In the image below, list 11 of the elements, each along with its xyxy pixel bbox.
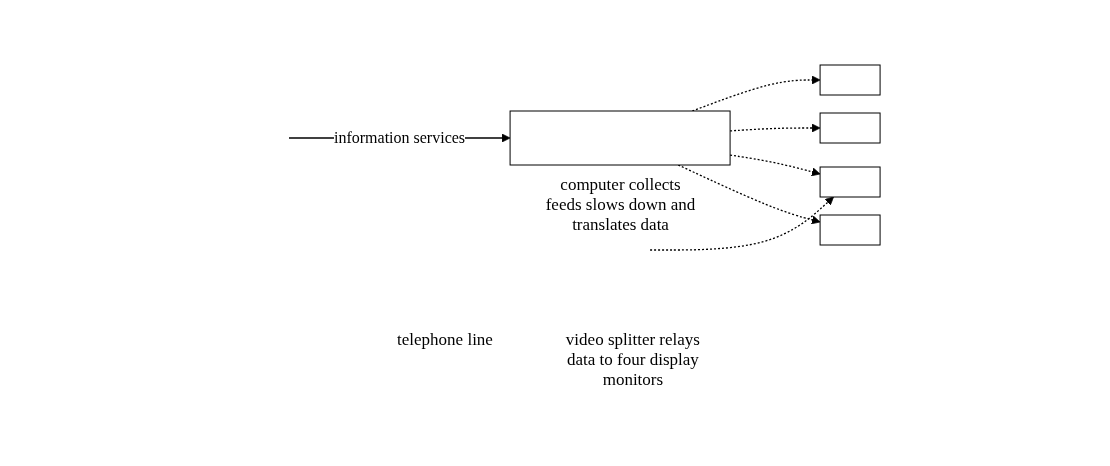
computer-box — [510, 110, 732, 166]
arrow — [649, 196, 835, 251]
note-text: telephone line — [397, 330, 493, 351]
monitor-box — [820, 214, 882, 246]
note-text: video splitter relays data to four display monitors — [564, 330, 701, 390]
monitor-box — [820, 112, 882, 144]
monitor-box — [820, 166, 882, 198]
arrow — [729, 123, 821, 133]
node-caption: computer collects feeds slows down and translates data — [544, 175, 697, 235]
monitor-box — [820, 64, 882, 96]
arrow — [729, 154, 821, 177]
